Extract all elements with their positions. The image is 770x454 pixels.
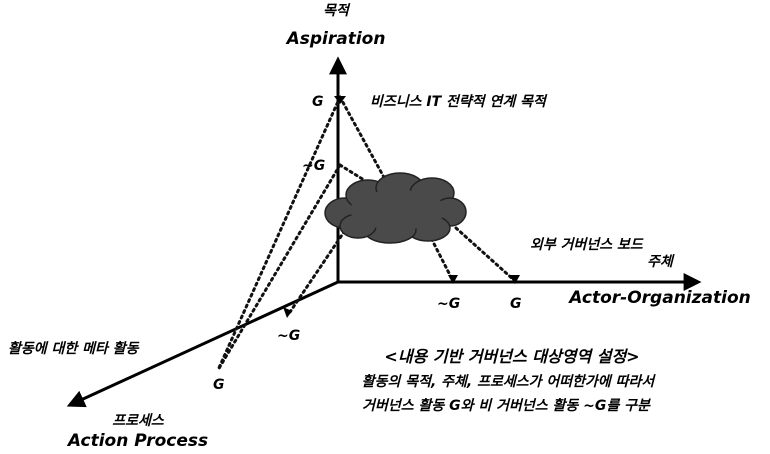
diagonal-axis-notg-marker: ~G <box>277 328 300 344</box>
vertical-axis-g-marker: G <box>312 94 324 110</box>
diagonal-axis-process <box>66 280 339 408</box>
diagonal-axis-title-english: Action Process <box>66 431 208 451</box>
horizontal-axis-title-korean: 주체 <box>647 254 675 270</box>
diagonal-axis-g-marker: G <box>213 377 225 393</box>
horizontal-axis-title-english: Actor-Organization <box>567 288 750 308</box>
vertical-axis-title-korean: 목적 <box>323 3 351 19</box>
dotted-line-cloud-to-diagonal-notg <box>288 224 350 314</box>
horizontal-annotation: 외부 거버넌스 보드 <box>530 237 644 253</box>
dotted-line-vertical-g-to-diagonal-g <box>216 95 342 372</box>
caption-line-2: 거버넌스 활동 G와 비 거버넌스 활동 ~G를 구분 <box>362 398 651 414</box>
dotted-line-vertical-g-to-cloud <box>338 95 394 194</box>
tick-arrow-horizontal-notg <box>448 275 458 284</box>
diagonal-annotation: 활동에 대한 메타 활동 <box>8 341 140 357</box>
governance-cloud-shape <box>324 172 467 244</box>
caption-line-1: 활동의 목적, 주체, 프로세스가 어떠한가에 따라서 <box>362 374 657 390</box>
tick-arrow-vertical-g <box>334 96 346 104</box>
dotted-relations <box>216 95 517 372</box>
diagonal-axis-title-korean: 프로세스 <box>112 413 165 429</box>
horizontal-axis-g-marker: G <box>510 296 522 312</box>
vertical-axis-title-english: Aspiration <box>285 29 386 49</box>
vertical-g-annotation: 비즈니스 IT 전략적 연계 목적 <box>370 94 548 110</box>
dotted-line-cloud-to-horizontal-g <box>454 226 517 283</box>
vertical-axis-notg-marker: ~G <box>302 158 325 174</box>
dotted-line-cloud-to-horizontal-notg <box>424 226 455 283</box>
tick-arrow-diagonal-notg <box>283 307 292 318</box>
tick-arrow-horizontal-g <box>509 275 520 284</box>
dotted-line-vertical-notg-to-diagonal-g <box>216 163 342 372</box>
horizontal-axis-notg-marker: ~G <box>437 296 460 312</box>
caption-title: <내용 기반 거버넌스 대상영역 설정> <box>384 347 639 366</box>
